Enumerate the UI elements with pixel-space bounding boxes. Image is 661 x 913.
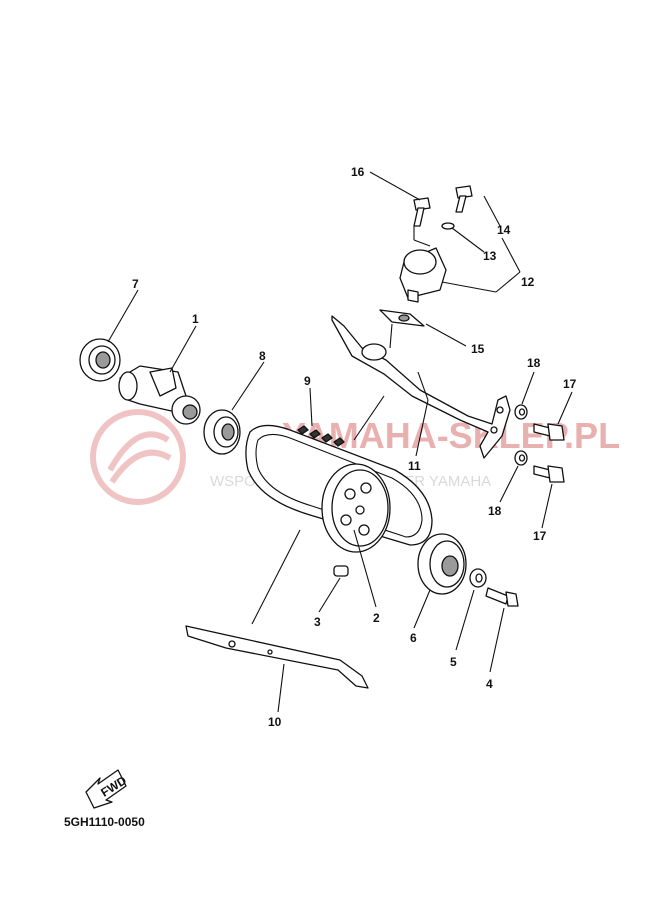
label-12: 12 [521, 275, 535, 289]
part-labels: 7 1 8 9 2 3 6 5 4 10 11 12 13 14 15 16 1… [132, 165, 577, 729]
part-12-tensioner[interactable] [399, 247, 447, 303]
label-10: 10 [268, 715, 282, 729]
part-15-gasket[interactable] [379, 309, 425, 327]
label-15: 15 [471, 342, 485, 356]
label-16: 16 [351, 165, 365, 179]
part-4-bolt[interactable] [485, 587, 519, 607]
diagram-code: 5GH1110-0050 [64, 815, 145, 829]
label-17-lower: 17 [533, 529, 547, 543]
part-18-washer-upper[interactable] [514, 404, 528, 420]
part-17-bolt-upper[interactable] [533, 423, 565, 441]
fwd-arrow-icon: FWD [85, 769, 129, 809]
part-8-bearing[interactable] [203, 409, 241, 455]
part-6-plate[interactable] [417, 533, 467, 595]
part-2-cam-sprocket[interactable] [321, 463, 391, 553]
part-17-bolt-lower[interactable] [533, 465, 565, 483]
part-7-bearing[interactable] [79, 338, 121, 382]
label-13: 13 [483, 249, 497, 263]
label-7: 7 [132, 277, 139, 291]
part-16-cap-bolt[interactable] [413, 197, 431, 227]
label-9: 9 [304, 374, 311, 388]
part-14-bolt[interactable] [455, 185, 473, 213]
label-3: 3 [314, 615, 321, 629]
part-10-chain-guide[interactable] [185, 625, 369, 689]
watermark-logo-icon [90, 409, 186, 505]
label-17-upper: 17 [563, 377, 577, 391]
part-13-o-ring[interactable] [441, 222, 455, 230]
label-18-lower: 18 [488, 504, 502, 518]
label-2: 2 [373, 611, 380, 625]
label-8: 8 [259, 349, 266, 363]
part-11-chain-guide[interactable] [331, 315, 511, 459]
label-5: 5 [450, 655, 457, 669]
label-1: 1 [192, 312, 199, 326]
part-3-dowel-pin[interactable] [333, 565, 349, 577]
part-18-washer-lower[interactable] [514, 450, 528, 466]
part-5-washer[interactable] [469, 568, 487, 588]
label-11: 11 [408, 459, 421, 473]
watermark-logo-swirl-icon [107, 431, 172, 484]
part-1-camshaft[interactable] [118, 365, 201, 425]
label-14: 14 [497, 223, 511, 237]
leader-lines [107, 171, 573, 713]
label-18-upper: 18 [527, 356, 541, 370]
label-6: 6 [410, 631, 417, 645]
fwd-label: FWD [98, 773, 129, 800]
label-4: 4 [486, 677, 493, 691]
